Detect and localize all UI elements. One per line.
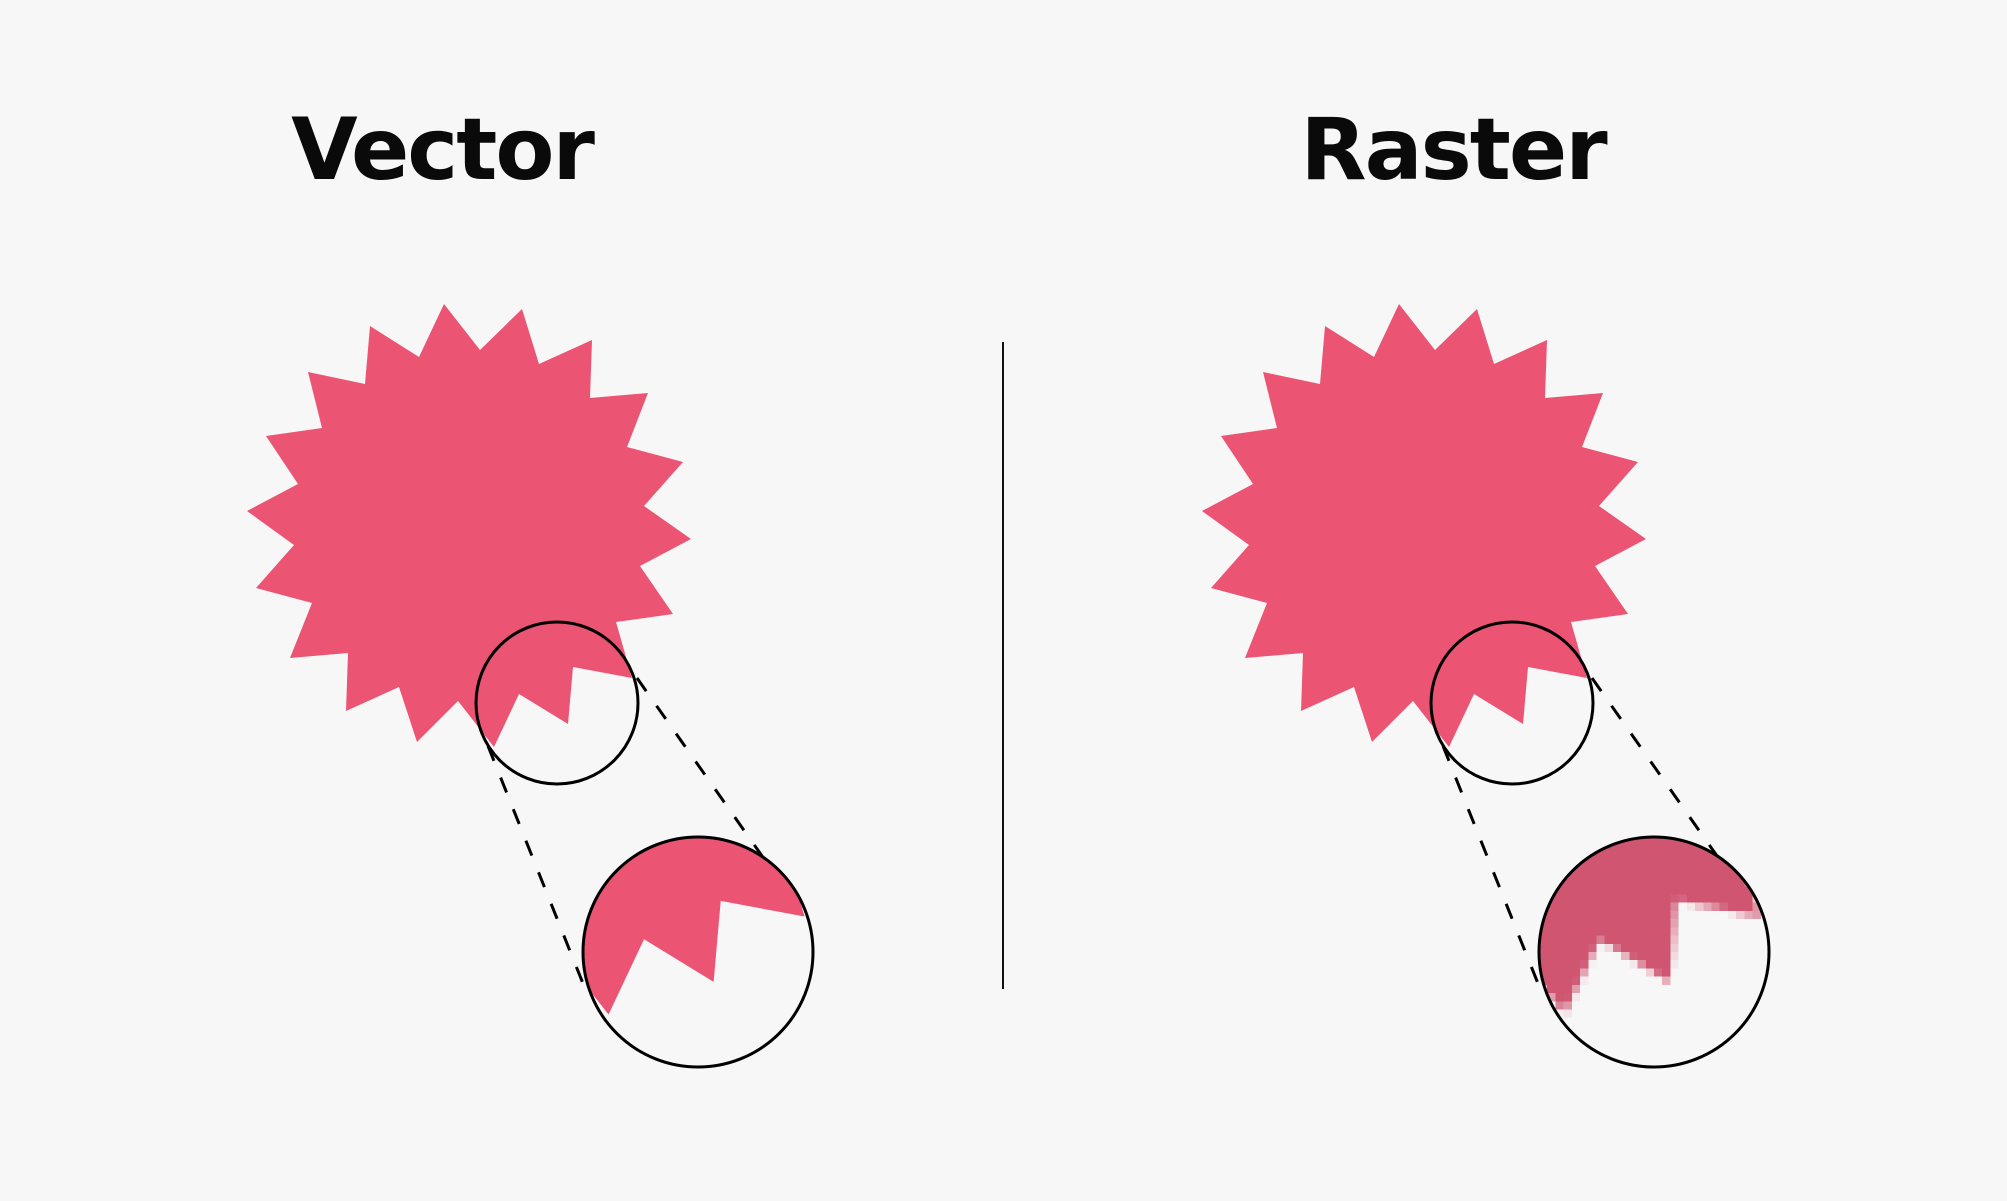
vector-zoom-lens-small (474, 620, 640, 786)
raster-zoom-lens-small (1429, 620, 1595, 786)
vector-magnified-star (583, 837, 813, 1015)
raster-dashed-connector-left (1441, 745, 1541, 987)
vector-dashed-connector-right (635, 677, 783, 884)
raster-star-shape (1202, 304, 1646, 747)
raster-title: Raster (1300, 100, 1607, 200)
vector-title: Vector (291, 100, 595, 200)
raster-magnified-pixels (1539, 837, 1769, 1067)
vector-zoom-lens-large (581, 835, 815, 1069)
vector-star-shape (247, 304, 691, 747)
vector-dashed-connector-left (486, 745, 586, 987)
